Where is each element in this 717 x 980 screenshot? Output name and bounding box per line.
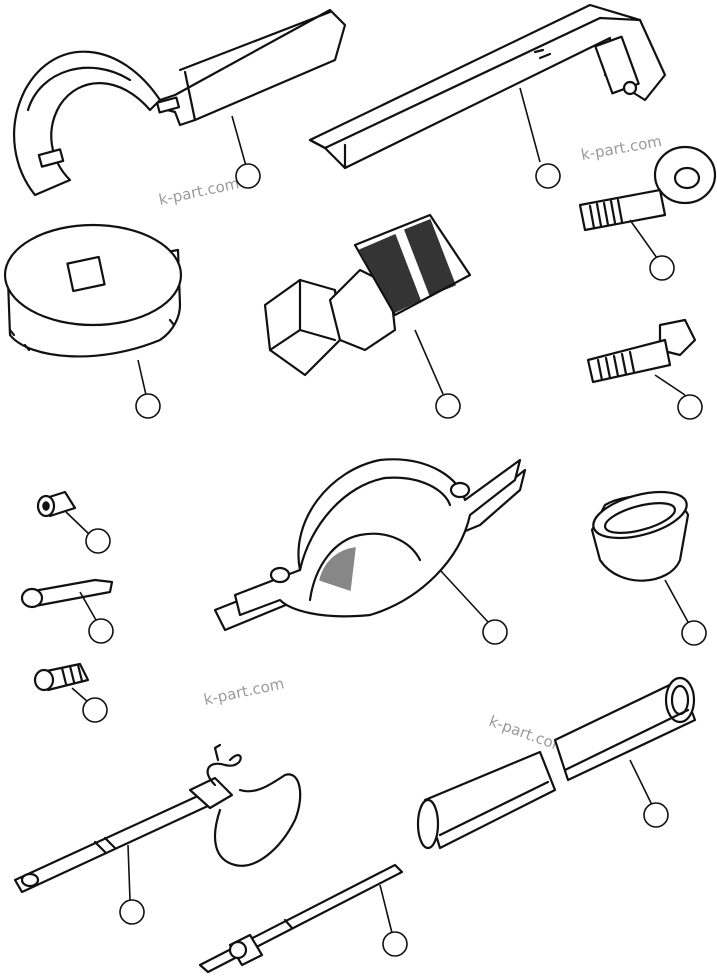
split-clamp [213, 458, 527, 645]
callout-pin-shaft [88, 618, 114, 644]
callout-short-bolt [82, 697, 108, 723]
callout-ring-collar [681, 620, 707, 646]
callout-bar-tool [535, 163, 561, 189]
hose-coupler [263, 213, 472, 419]
small-bushing [36, 490, 111, 554]
callout-hose-coupler [435, 393, 461, 419]
callout-split-clamp [482, 619, 508, 645]
callout-bushing [85, 528, 111, 554]
t-handle-rod [198, 863, 408, 974]
hook-spanner-wrench [13, 8, 347, 197]
pin-shaft [20, 578, 114, 644]
watermark-3: k-part.com [202, 674, 286, 709]
short-bolt [33, 662, 108, 723]
split-sleeve [416, 676, 697, 850]
eye-bolt [578, 145, 717, 281]
callout-rod-cable [119, 899, 145, 925]
round-cover-plate [3, 223, 183, 419]
callout-hook-spanner [235, 163, 261, 189]
callout-cover-plate [135, 393, 161, 419]
callout-t-handle [382, 931, 408, 957]
watermark-2: k-part.com [580, 132, 664, 164]
hex-bolt [586, 318, 703, 420]
callout-eye-bolt [649, 255, 675, 281]
rod-with-cable [13, 743, 302, 925]
watermark-1: k-part.com [157, 174, 241, 209]
ring-collar [590, 490, 707, 646]
callout-hex-bolt [677, 394, 703, 420]
bar-tool [308, 3, 667, 189]
callout-split-sleeve [643, 802, 669, 828]
